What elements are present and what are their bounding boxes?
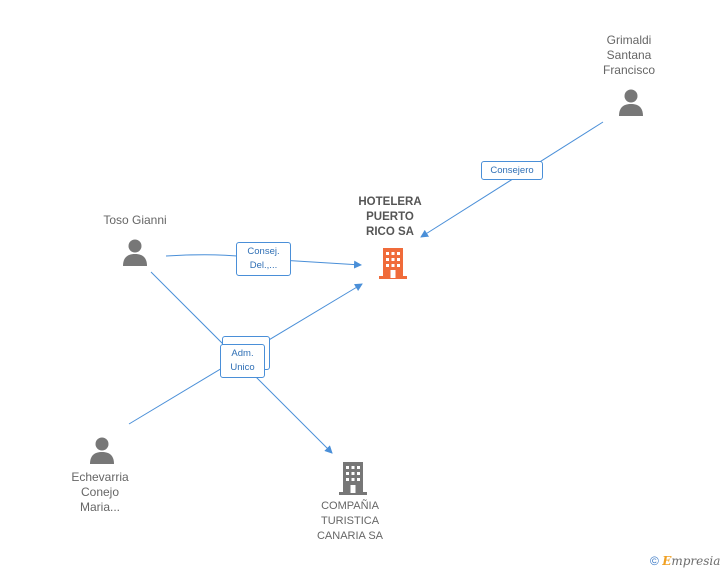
relation-label-consejero[interactable]: Consejero	[481, 161, 543, 180]
building-icon[interactable]	[337, 460, 369, 496]
relation-label-consej-del[interactable]: Consej. Del.,...	[236, 242, 291, 276]
person-icon[interactable]	[616, 87, 646, 117]
building-icon[interactable]	[377, 246, 409, 280]
node-label-echevarria[interactable]: Echevarria Conejo Maria...	[71, 470, 129, 514]
empresia-logo[interactable]: Empresia	[662, 554, 721, 568]
relation-label-adm-unico[interactable]: Adm. Unico	[220, 344, 265, 378]
node-label-compania[interactable]: COMPAÑIA TURISTICA CANARIA SA	[316, 500, 384, 542]
copyright-footer: © Empresia	[650, 554, 720, 568]
node-label-toso[interactable]: Toso Gianni	[103, 213, 167, 227]
copyright-icon: ©	[650, 554, 659, 568]
node-label-hotelera[interactable]: HOTELERA PUERTO RICO SA	[358, 196, 422, 238]
person-icon[interactable]	[87, 435, 117, 465]
node-label-grimaldi[interactable]: Grimaldi Santana Francisco	[602, 33, 655, 77]
person-icon[interactable]	[120, 237, 150, 267]
